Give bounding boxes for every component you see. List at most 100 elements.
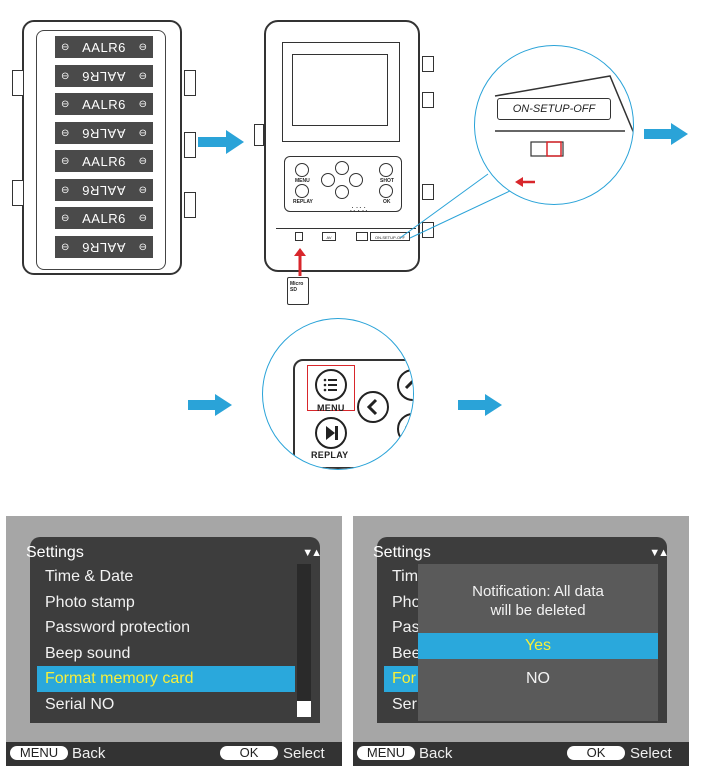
battery-3: ⊖ AALR6 ⊖ [55, 93, 153, 115]
battery-terminal: ⊖ [138, 70, 147, 82]
scrollbar[interactable] [297, 564, 311, 717]
micro-sd-card: Micro SD [287, 277, 309, 305]
replay-key-icon [315, 417, 347, 449]
ok-key-pill[interactable]: OK [220, 746, 278, 760]
battery-compartment-case [22, 20, 182, 275]
replay-key-label: REPLAY [311, 450, 349, 460]
battery-terminal: ⊖ [61, 155, 70, 167]
battery-terminal: ⊖ [138, 184, 147, 196]
battery-terminal: ⊖ [138, 41, 147, 53]
menu-item-serial-no[interactable]: Serial NO [45, 695, 115, 713]
camera-screen [292, 54, 388, 126]
dialog-message-line2: will be deleted [490, 602, 586, 619]
menu-key-label: MENU [317, 403, 345, 413]
replay-key-label: REPLAY [293, 199, 313, 205]
select-label: Select [630, 745, 672, 762]
latch-left-top [12, 70, 24, 96]
format-confirm-dialog: Notification: All data will be deleted Y… [418, 564, 658, 721]
ok-key-label: OK [383, 199, 391, 205]
arrow-right-icon [188, 394, 232, 416]
menu-item-peek: Pas [392, 619, 420, 636]
battery-label: AALR6 [82, 68, 126, 84]
battery-terminal: ⊖ [138, 241, 147, 253]
confirm-screen: Settings ▼▲ Tim Pho Pas Bee For Ser Noti… [353, 516, 689, 766]
camera-keypad: MENU REPLAY SHOT OK [284, 156, 402, 212]
shot-key-icon [379, 163, 393, 177]
right-key-icon [349, 173, 363, 187]
scroll-arrows-icon: ▼▲ [302, 547, 322, 559]
menu-key-label: MENU [295, 178, 310, 184]
battery-terminal: ⊖ [61, 212, 70, 224]
replay-key-icon [295, 184, 309, 198]
settings-menu-list: Time & Date Photo stamp Password protect… [37, 564, 295, 717]
settings-title: Settings [26, 544, 84, 561]
menu-item-peek: Bee [392, 644, 421, 662]
battery-label: AALR6 [82, 125, 126, 141]
battery-compartment-inner [36, 30, 166, 270]
battery-4: ⊖ AALR6 ⊖ [55, 122, 153, 144]
battery-terminal: ⊖ [138, 127, 147, 139]
dialog-option-no[interactable]: NO [526, 670, 550, 687]
battery-terminal: ⊖ [61, 41, 70, 53]
menu-item-time-date[interactable]: Time & Date [45, 568, 134, 585]
dialog-message: Notification: All data will be deleted [418, 582, 658, 620]
up-key-icon [335, 161, 349, 175]
menu-key-pill[interactable]: MENU [357, 746, 415, 760]
menu-key-icon [315, 369, 347, 401]
dialog-message-line1: Notification: All data [472, 583, 604, 600]
battery-label: AALR6 [82, 239, 126, 255]
battery-8: ⊖ AALR6 ⊖ [55, 236, 153, 258]
dialog-option-yes[interactable]: Yes [418, 633, 658, 659]
menu-item-format-memory-card[interactable]: Format memory card [37, 666, 295, 692]
battery-terminal: ⊖ [61, 98, 70, 110]
ok-key-pill[interactable]: OK [567, 746, 625, 760]
battery-5: ⊖ AALR6 ⊖ [55, 150, 153, 172]
battery-terminal: ⊖ [61, 184, 70, 196]
settings-screen: Settings ▼▲ Time & Date Photo stamp Pass… [6, 516, 342, 766]
chevron-down-icon [404, 424, 413, 436]
camera-side-tab [422, 184, 434, 200]
arrow-right-icon [644, 123, 688, 145]
camera-screen-bezel [282, 42, 400, 142]
battery-label: AALR6 [82, 39, 126, 55]
chevron-up-icon [404, 378, 413, 390]
mode-switch-port: ON-SETUP-OFF [370, 232, 410, 241]
settings-title: Settings [373, 544, 431, 561]
battery-terminal: ⊖ [138, 98, 147, 110]
camera-hinge [254, 124, 264, 146]
menu-item-beep-sound[interactable]: Beep sound [45, 644, 131, 662]
ok-key-icon [379, 184, 393, 198]
micro-sd-label: Micro SD [290, 281, 304, 293]
play-icon [326, 426, 338, 440]
up-key-icon [397, 369, 413, 401]
down-key-icon [397, 413, 413, 445]
arrow-right-icon [198, 130, 244, 154]
bottom-bar: MENU Back OK Select [6, 742, 342, 766]
chevron-left-icon [366, 398, 378, 416]
usb-port [356, 232, 368, 241]
latch-left-bottom [12, 180, 24, 206]
shot-key-label: SHOT [380, 178, 394, 184]
callout-lines [400, 173, 513, 239]
latch-right-top [184, 70, 196, 96]
battery-terminal: ⊖ [138, 212, 147, 224]
menu-key-highlight [307, 365, 355, 411]
keypad-zoom-circle: MENU REPLAY [262, 318, 414, 470]
select-label: Select [283, 745, 325, 762]
battery-terminal: ⊖ [61, 241, 70, 253]
menu-item-peek: Ser [392, 695, 417, 713]
battery-label: AALR6 [82, 153, 126, 169]
menu-item-peek: Pho [392, 593, 421, 611]
menu-item-password-protection[interactable]: Password protection [45, 619, 190, 636]
menu-item-photo-stamp[interactable]: Photo stamp [45, 593, 135, 611]
menu-key-pill[interactable]: MENU [10, 746, 68, 760]
left-key-icon [321, 173, 335, 187]
list-icon [323, 378, 337, 392]
battery-6: ⊖ AALR6 ⊖ [55, 179, 153, 201]
scrollbar-thumb[interactable] [297, 701, 311, 717]
battery-label: AALR6 [82, 210, 126, 226]
camera-body [264, 20, 420, 272]
battery-terminal: ⊖ [61, 127, 70, 139]
back-label: Back [419, 745, 453, 762]
battery-1: ⊖ AALR6 ⊖ [55, 36, 153, 58]
